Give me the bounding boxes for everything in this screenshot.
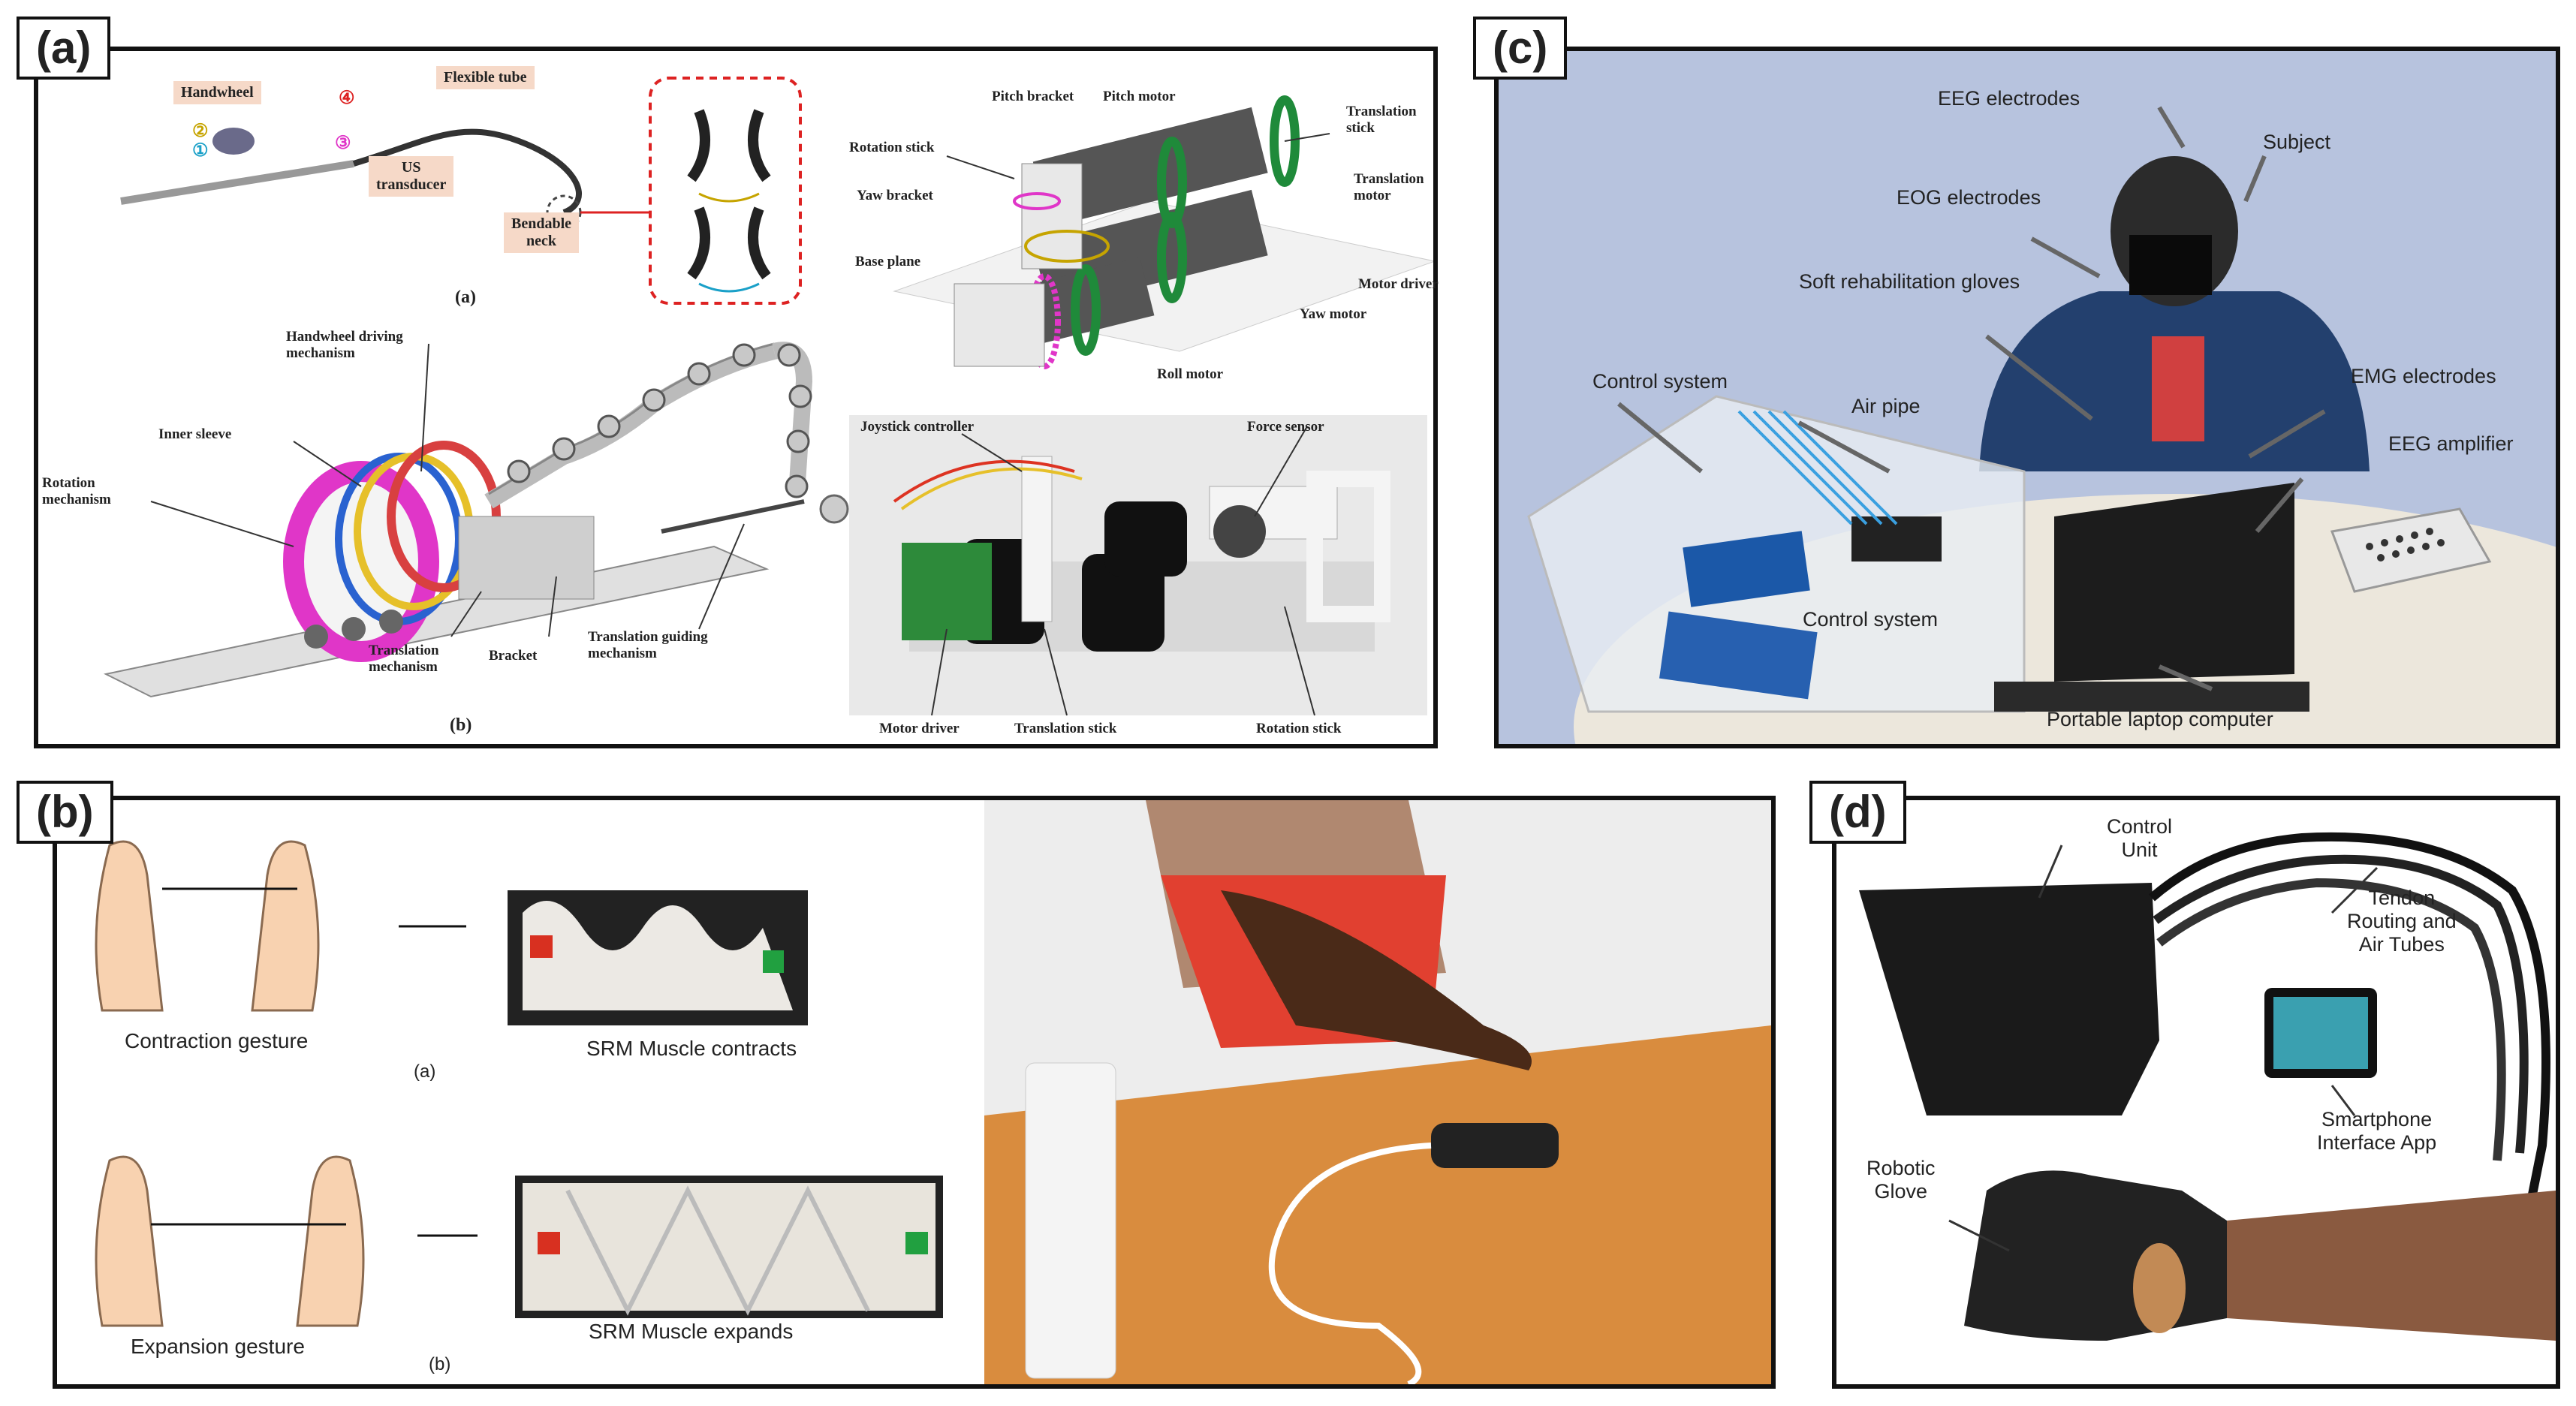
label-robotic-glove: Robotic Glove xyxy=(1866,1157,1936,1203)
label-tendon-routing: Tendon Routing and Air Tubes xyxy=(2347,887,2457,956)
marker-4: ④ xyxy=(339,89,355,108)
label-bendable-neck: Bendable neck xyxy=(504,212,580,253)
panel-c: EEG electrodes Subject EOG electrodes So… xyxy=(1494,47,2560,748)
label-smartphone-app: Smartphone Interface App xyxy=(2317,1108,2437,1154)
label-eeg-electrodes: EEG electrodes xyxy=(1938,87,2080,110)
label-roll-motor: Roll motor xyxy=(1157,366,1224,382)
handwheel-mechanism xyxy=(103,342,849,698)
label-bracket: Bracket xyxy=(489,648,538,664)
subject-figure xyxy=(1979,156,2370,471)
panel-a-tag: (a) xyxy=(17,17,111,80)
label-motor-driver: Motor driver xyxy=(879,721,960,736)
label-pitch-bracket: Pitch bracket xyxy=(992,89,1074,104)
label-contraction-gesture: Contraction gesture xyxy=(125,1029,309,1052)
label-rotation-stick: Rotation stick xyxy=(1256,721,1342,736)
label-flexible-tube: Flexible tube xyxy=(436,66,535,89)
panel-b-drawing xyxy=(95,800,1771,1384)
panel-b-tag: (b) xyxy=(17,781,113,844)
sub-label-a: (a) xyxy=(455,288,476,307)
marker-3: ③ xyxy=(335,134,351,153)
panel-c-tag: (c) xyxy=(1473,17,1568,80)
label-emg-electrodes: EMG electrodes xyxy=(2351,365,2496,387)
panel-b: Contraction gesture SRM Muscle contracts… xyxy=(53,796,1776,1389)
label-translation-stick: Translation stick xyxy=(1014,721,1117,736)
label-motor-driver-top: Motor driver xyxy=(1358,276,1439,292)
sub-label-a: (a) xyxy=(414,1061,436,1082)
motor-assembly xyxy=(954,95,1300,369)
panel-d-tag: (d) xyxy=(1809,781,1906,844)
marker-1: ① xyxy=(192,141,209,161)
label-laptop: Portable laptop computer xyxy=(2047,708,2273,730)
label-translation-guiding: Translation guiding mechanism xyxy=(588,629,708,661)
label-soft-gloves: Soft rehabilitation gloves xyxy=(1799,270,2020,293)
panel-d-drawing xyxy=(1859,832,2556,1341)
label-handwheel: Handwheel xyxy=(173,81,261,104)
sub-label-b: (b) xyxy=(450,715,472,735)
label-handwheel-driving: Handwheel driving mechanism xyxy=(286,329,403,361)
label-eeg-amplifier: EEG amplifier xyxy=(2388,432,2514,455)
panel-d: Control Unit Tendon Routing and Air Tube… xyxy=(1832,796,2560,1389)
label-joystick-controller: Joystick controller xyxy=(860,419,975,435)
label-translation-stick-top: Translation stick xyxy=(1346,104,1417,136)
label-air-pipe: Air pipe xyxy=(1851,395,1921,417)
label-rotation-mechanism: Rotation mechanism xyxy=(42,475,111,507)
label-pitch-motor: Pitch motor xyxy=(1103,89,1176,104)
label-inner-sleeve: Inner sleeve xyxy=(158,426,232,442)
panel-a-drawing xyxy=(103,77,1433,716)
label-translation-mechanism: Translation mechanism xyxy=(369,643,439,675)
label-yaw-bracket: Yaw bracket xyxy=(857,188,933,203)
label-us-transducer: US transducer xyxy=(369,156,454,197)
device-photo xyxy=(893,456,1390,652)
panel-a: Handwheel Flexible tube US transducer Be… xyxy=(34,47,1439,748)
label-force-sensor: Force sensor xyxy=(1247,419,1324,435)
label-srm-expands: SRM Muscle expands xyxy=(589,1320,794,1343)
label-base-plane: Base plane xyxy=(855,254,921,269)
panel-c-photo xyxy=(1499,51,2556,744)
label-translation-motor: Translation motor xyxy=(1354,171,1424,203)
label-subject: Subject xyxy=(2263,131,2331,153)
sub-label-b: (b) xyxy=(429,1354,451,1374)
label-eog-electrodes: EOG electrodes xyxy=(1897,186,2041,209)
label-control-system-1: Control system xyxy=(1592,370,1728,393)
label-control-system-2: Control system xyxy=(1803,608,1939,631)
label-rotation-stick-top: Rotation stick xyxy=(849,140,935,155)
marker-2: ② xyxy=(192,122,209,141)
label-control-unit: Control Unit xyxy=(2107,815,2173,861)
label-yaw-motor: Yaw motor xyxy=(1300,306,1367,322)
label-srm-contracts: SRM Muscle contracts xyxy=(586,1037,797,1060)
label-expansion-gesture: Expansion gesture xyxy=(131,1335,305,1358)
